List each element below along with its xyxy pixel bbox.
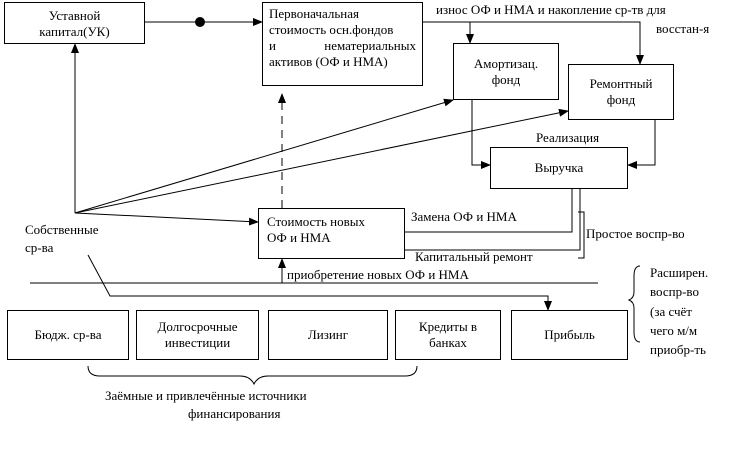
junction-dot — [195, 17, 205, 27]
borrowed-sources-line2: финансирования — [188, 406, 281, 421]
new-assets-cost-box: Стоимость новых ОФ и НМА — [258, 208, 405, 259]
own-to-profit-arrow — [87, 254, 552, 311]
own-to-amort-arrow — [74, 98, 454, 214]
capital-repair-label: Капитальный ремонт — [415, 249, 533, 264]
leasing-box: Лизинг — [268, 310, 388, 360]
own-funds-label-2: ср-ва — [25, 240, 54, 255]
amort-fund-line1: Амортизац. — [473, 55, 539, 71]
extended-repro-line2: воспр-во — [650, 284, 699, 299]
initial-cost-line1: Первоначальная — [269, 6, 359, 21]
uk-line1: Уставной — [48, 8, 101, 23]
amort-fund-box: Амортизац. фонд — [453, 43, 559, 100]
initial-cost-box: Первоначальная стоимость осн.фондов и не… — [262, 2, 423, 86]
amort-to-revenue-arrow — [471, 100, 491, 169]
uk-line2: капитал(УК) — [39, 24, 110, 39]
initial-cost-line4: активов (ОФ и НМА) — [269, 54, 388, 69]
long-term-invest-box: Долгосрочные инвестиции — [136, 310, 259, 360]
extended-repro-line5: приобр-ть — [650, 342, 706, 357]
own-to-repair-arrow — [74, 108, 569, 214]
initial-cost-line3: и нематериальных — [269, 38, 416, 53]
budget-funds-label: Бюдж. ср-ва — [34, 327, 102, 342]
new-assets-line1: Стоимость новых — [267, 214, 365, 229]
repair-fund-line2: фонд — [606, 92, 636, 107]
simple-reproduction-label: Простое воспр-во — [586, 226, 685, 241]
budget-funds-box: Бюдж. ср-ва — [7, 310, 129, 360]
profit-box: Прибыль — [511, 310, 628, 360]
initial-to-repair-arrow — [470, 21, 644, 65]
long-term-invest-line1: Долгосрочные — [157, 319, 238, 334]
new-assets-line2: ОФ и НМА — [267, 230, 331, 245]
replacement-label: Замена ОФ и НМА — [411, 209, 517, 224]
extended-repro-line1: Расширен. — [650, 265, 709, 280]
long-term-invest-line2: инвестиции — [164, 335, 231, 350]
extended-repro-brace — [627, 265, 641, 343]
wear-accumulation-label-2: восстан-я — [656, 21, 710, 36]
repair-to-revenue-arrow — [627, 120, 656, 169]
capital-repair-bracket — [405, 189, 581, 251]
amort-fund-line2: фонд — [491, 71, 521, 87]
bank-credits-box: Кредиты в банках — [395, 310, 501, 360]
initial-cost-line2: стоимость осн.фондов — [269, 22, 394, 37]
repair-fund-box: Ремонтный фонд — [568, 64, 674, 120]
replacement-bracket — [405, 189, 573, 233]
profit-label: Прибыль — [544, 327, 595, 342]
own-to-new-arrow — [74, 212, 259, 226]
bank-credits-line1: Кредиты в — [418, 319, 478, 334]
revenue-label: Выручка — [534, 160, 584, 175]
simple-repro-brace — [578, 211, 585, 259]
leasing-label: Лизинг — [307, 327, 349, 342]
repair-fund-line1: Ремонтный — [589, 76, 653, 91]
uk-box: Уставной капитал(УК) — [4, 2, 145, 44]
borrowed-brace — [87, 365, 418, 386]
extended-repro-line3: (за счёт — [650, 304, 692, 319]
own-funds-label-1: Собственные — [25, 222, 99, 237]
wear-accumulation-label-1: износ ОФ и НМА и накопление ср-тв для — [436, 2, 666, 17]
purchase-new-label: приобретение новых ОФ и НМА — [287, 267, 469, 282]
borrowed-sources-line1: Заёмные и привлечённые источники — [105, 388, 307, 403]
extended-repro-line4: чего м/м — [650, 323, 698, 338]
initial-to-amort-arrow — [423, 21, 474, 44]
revenue-box: Выручка — [490, 147, 628, 189]
realization-label: Реализация — [536, 130, 600, 145]
bank-credits-line2: банках — [429, 335, 467, 350]
